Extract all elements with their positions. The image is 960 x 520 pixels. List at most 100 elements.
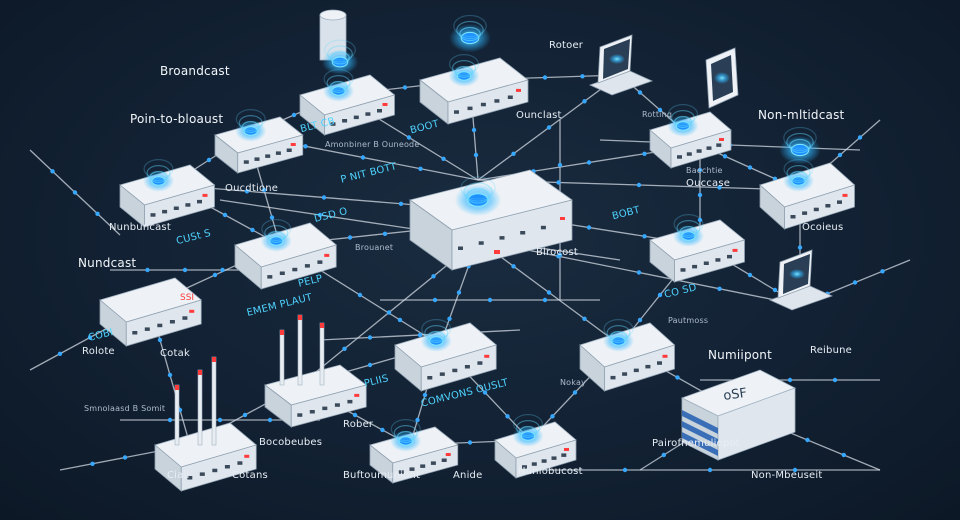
- label-bocobeubes: Bocobeubes: [259, 437, 323, 448]
- signal-ring: [241, 121, 260, 133]
- signal-ring: [463, 182, 493, 202]
- link-node-dot: [832, 377, 838, 383]
- signal-ring: [466, 188, 490, 204]
- link-node-dot: [542, 297, 548, 303]
- link-node-dot: [397, 317, 403, 323]
- link-node-dot: [182, 267, 188, 273]
- signal-ring: [329, 81, 348, 93]
- label-nokay: Nokay: [560, 378, 587, 387]
- link-node-dot: [787, 377, 793, 383]
- signal-ring: [786, 132, 814, 152]
- label-anide: Anide: [453, 470, 483, 481]
- signal-ring: [679, 226, 698, 238]
- signal-ring: [326, 75, 351, 91]
- link-node-dot: [717, 286, 722, 291]
- link-node-dot: [87, 335, 93, 340]
- label-cotans: Cotans: [232, 470, 268, 481]
- link-node-dot: [167, 372, 173, 378]
- signal-ring: [673, 214, 704, 234]
- link-node-dot: [580, 74, 585, 79]
- label-rober: Rober: [343, 419, 374, 430]
- link-node-dot: [217, 417, 223, 423]
- signal-ring: [330, 51, 350, 65]
- link-node-dot: [352, 412, 358, 418]
- link-node-dot: [586, 160, 592, 165]
- link-node-dot: [657, 292, 663, 298]
- link-node-dot: [357, 292, 363, 298]
- network-switch-icon: [99, 277, 203, 347]
- signal-ring: [264, 225, 289, 241]
- label-pautnoss: Pautmoss: [668, 316, 709, 325]
- signal-ring: [149, 171, 168, 183]
- link-node-dot: [557, 252, 563, 258]
- link-node-dot: [291, 112, 297, 118]
- antenna: [297, 314, 303, 386]
- signal-ring: [238, 115, 263, 131]
- link-node-dot: [675, 375, 680, 380]
- link-node-dot: [212, 272, 218, 278]
- link-node-dot: [317, 212, 323, 218]
- link-node-dot: [467, 440, 473, 445]
- link-node-dot: [360, 155, 366, 160]
- link-node-dot: [772, 287, 778, 293]
- link-node-dot: [482, 390, 488, 395]
- link-node-dot: [303, 144, 308, 149]
- label-blrocost: Blrocost: [536, 247, 578, 258]
- link-node-dot: [57, 351, 63, 356]
- link-node-dot: [90, 461, 95, 466]
- link-node-dot: [422, 392, 428, 398]
- link-node-dot: [417, 332, 423, 338]
- link-node-dot: [418, 166, 423, 171]
- signal-ring: [424, 325, 449, 341]
- link-node-dot: [586, 225, 592, 230]
- laptop-icon: [588, 34, 654, 96]
- label-rotoer: Rotoer: [549, 40, 584, 51]
- link-node-dot: [95, 211, 100, 216]
- link-node-dot: [582, 316, 587, 321]
- link-node-dot: [546, 125, 552, 130]
- link-node-dot: [697, 167, 703, 173]
- label-nundcast: Nundcast: [78, 256, 137, 270]
- link-node-dot: [471, 127, 477, 133]
- status-led: [494, 250, 500, 254]
- link-node-dot: [244, 189, 250, 194]
- signal-ring: [261, 219, 292, 239]
- link-node-dot: [380, 427, 385, 433]
- link-node-dot: [511, 264, 516, 269]
- link-node-dot: [837, 152, 843, 158]
- link-node-dot: [852, 280, 858, 285]
- link-node-dot: [267, 417, 273, 423]
- label-ocoieus: Ocoieus: [802, 222, 844, 233]
- link-node-dot: [622, 467, 628, 473]
- link-node-dot: [72, 190, 78, 195]
- link-node-dot: [242, 412, 248, 418]
- link-node-dot: [487, 297, 493, 303]
- link-node-dot: [717, 185, 722, 190]
- signal-ring: [235, 109, 266, 129]
- link-node-dot: [880, 269, 885, 274]
- signal-ring: [427, 331, 446, 343]
- signal-ring: [390, 419, 421, 439]
- link-node-dot: [505, 414, 510, 419]
- signal-ring: [603, 319, 634, 339]
- link-node-dot: [797, 245, 803, 250]
- label-rolote: Rolote: [82, 346, 115, 357]
- link-node-dot: [367, 335, 373, 340]
- label-oucldore: Ouccase: [686, 178, 731, 189]
- label-ciall: Ciall: [167, 470, 190, 481]
- link-node-dot: [382, 231, 388, 236]
- antenna-tip: [212, 357, 216, 362]
- link-node-dot: [542, 75, 548, 80]
- link-node-dot: [367, 362, 373, 368]
- signal-ring: [789, 171, 808, 183]
- link-node-dot: [747, 165, 753, 170]
- label-amonbiner-b-ouneode: Amonbiner B Ouneode: [325, 140, 420, 149]
- link-node-dot: [636, 270, 642, 275]
- link-node-dot: [697, 217, 703, 223]
- link-node-dot: [321, 195, 327, 200]
- antenna: [319, 322, 325, 386]
- link-node-dot: [637, 317, 643, 323]
- link-node-dot: [406, 135, 412, 140]
- signal-ring: [676, 220, 701, 236]
